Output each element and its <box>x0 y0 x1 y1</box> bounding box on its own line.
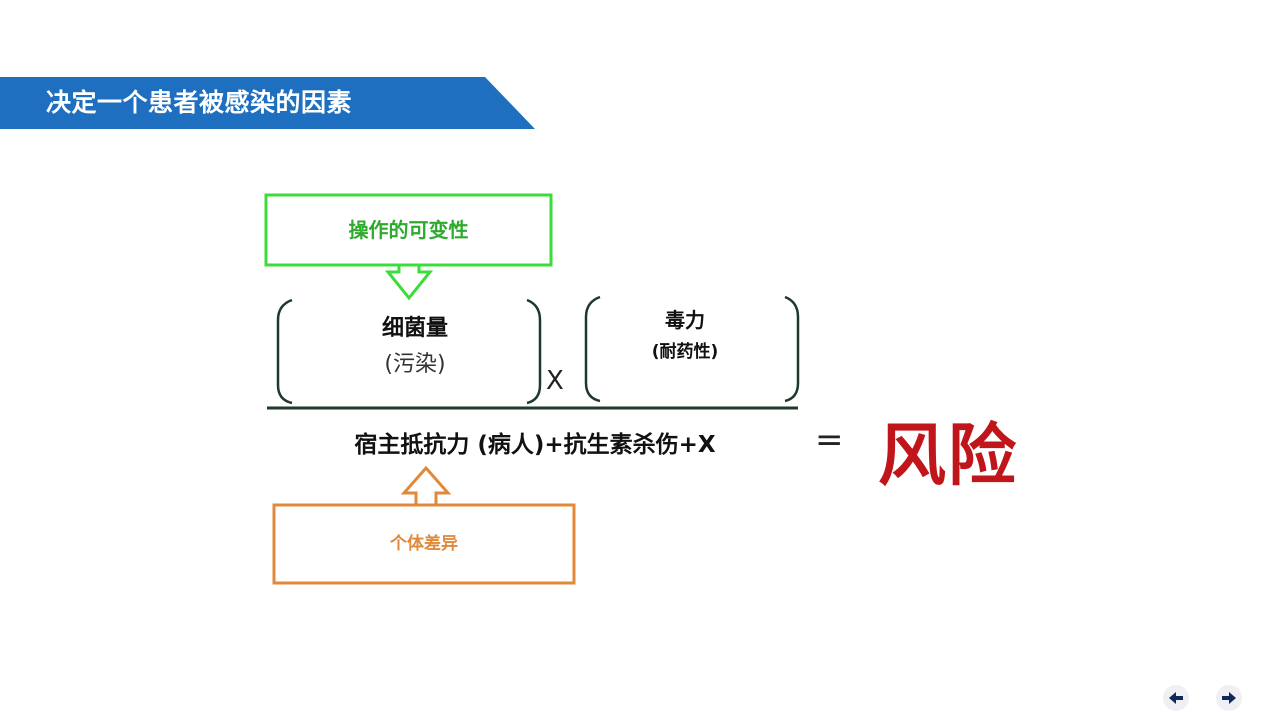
down-arrow-icon <box>384 263 434 301</box>
right-bracket-close <box>784 295 800 403</box>
virulence-label: 毒力 <box>665 308 705 332</box>
risk-result: 风险 <box>878 417 1019 496</box>
times-sign: X <box>546 366 564 396</box>
left-bracket-open <box>276 298 293 405</box>
equals-sign: = <box>815 420 844 460</box>
resistance-label: (耐药性) <box>651 342 719 362</box>
denominator-text: 宿主抵抗力 (病人)+抗生素杀伤+X <box>354 432 716 458</box>
contamination-label: (污染) <box>384 352 446 377</box>
right-bracket-open <box>584 295 601 403</box>
slide-title: 决定一个患者被感染的因素 <box>46 88 353 117</box>
prev-slide-button[interactable] <box>1163 685 1189 711</box>
bottom-box <box>272 503 576 585</box>
left-bracket-close <box>526 298 542 405</box>
bacteria-amount-label: 细菌量 <box>381 316 448 341</box>
next-slide-button[interactable] <box>1216 685 1242 711</box>
title-banner-shape <box>0 77 535 129</box>
arrow-left-icon <box>1169 692 1183 704</box>
title-banner: 决定一个患者被感染的因素 <box>0 77 535 129</box>
bottom-box-label: 个体差异 <box>390 534 458 554</box>
top-box-label: 操作的可变性 <box>348 218 469 242</box>
up-arrow-icon <box>400 465 452 507</box>
arrow-right-icon <box>1222 692 1236 704</box>
